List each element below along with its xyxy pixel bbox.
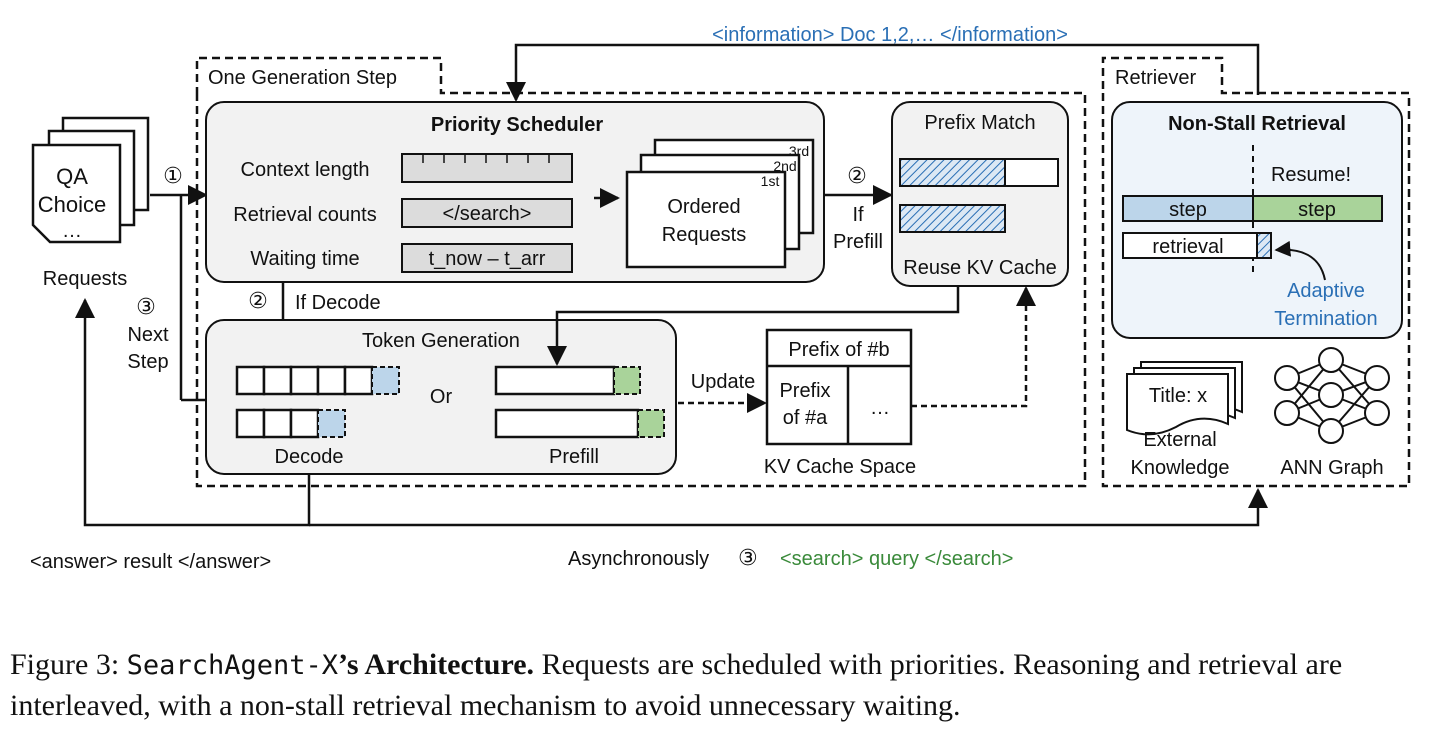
caption-bold: ’s Architecture. [338, 648, 535, 681]
step3-marker: ③ [136, 294, 156, 319]
external-label: External [1143, 429, 1216, 451]
search-tag-label: </search> [443, 203, 532, 225]
figure-caption: Figure 3: SearchAgent-X’s Architecture. … [10, 645, 1430, 726]
asynchronously-label: Asynchronously [568, 548, 709, 570]
prefix-match-panel: Prefix Match Reuse KV Cache [891, 101, 1069, 287]
knowledge-label: Knowledge [1131, 457, 1230, 479]
decode-row-2 [235, 408, 346, 439]
context-length-ruler [401, 153, 573, 183]
prefill-condition-label: Prefill [833, 231, 883, 253]
retrieval-counts-label: Retrieval counts [233, 204, 376, 226]
requests-stack: QA Choice … [31, 116, 150, 244]
if-label: If [852, 204, 864, 226]
ordered-requests-cards: 3rd 2nd 1st Ordered Requests [625, 138, 815, 269]
resume-label: Resume! [1271, 164, 1351, 186]
caption-prefix: Figure 3: [10, 648, 127, 681]
ann-graph-icon [1274, 347, 1390, 444]
context-length-label: Context length [241, 159, 370, 181]
retriever-label: Retriever [1115, 67, 1196, 89]
retrieval-label: retrieval [1152, 236, 1223, 258]
reuse-kv-label: Reuse KV Cache [903, 257, 1056, 279]
prefix-label: Prefix [779, 380, 830, 402]
decode-label: Decode [275, 446, 344, 468]
next-label: Next [127, 324, 169, 346]
answer-tag-label: <answer> result </answer> [30, 551, 271, 573]
step3-async-marker: ③ [738, 545, 758, 570]
step-green-label: step [1298, 199, 1336, 221]
kv-dots-label: … [870, 397, 890, 419]
qa-label: QA [56, 164, 88, 189]
t-now-label: t_now – t_arr [429, 248, 546, 270]
choice-label: Choice [38, 192, 106, 217]
second-label: 2nd [773, 158, 796, 174]
prefix-of-b-label: Prefix of #b [788, 339, 889, 361]
prefix-match-title: Prefix Match [924, 112, 1035, 134]
info-tag-label: <information> Doc 1,2,… </information> [712, 24, 1068, 46]
non-stall-panel: Non-Stall Retrieval Resume! step step re… [1111, 101, 1403, 339]
first-label: 1st [761, 173, 780, 189]
step-blue-label: step [1169, 199, 1207, 221]
kv-cache-table: Prefix of #b Prefix of #a … [765, 328, 913, 446]
search-query-label: <search> query </search> [780, 548, 1013, 570]
caption-system-name: SearchAgent-X [126, 650, 338, 681]
step1-marker: ① [163, 163, 183, 188]
token-generation-panel: Token Generation Decode Or Prefill [205, 319, 677, 475]
step2-prefill-marker: ② [847, 163, 867, 188]
requests-card-label: Requests [662, 224, 747, 246]
generation-step-label: One Generation Step [208, 67, 397, 89]
ellipsis-label: … [62, 220, 82, 242]
architecture-diagram: <information> Doc 1,2,… </information> O… [30, 24, 1411, 573]
priority-scheduler-panel: Priority Scheduler Context length Retrie… [205, 101, 825, 283]
ordered-label: Ordered [667, 196, 740, 218]
third-label: 3rd [789, 143, 809, 159]
waiting-time-label: Waiting time [250, 248, 359, 270]
update-label: Update [691, 371, 756, 393]
adaptive-label: Adaptive [1287, 280, 1365, 302]
step2-decode-marker: ② [248, 288, 268, 313]
prefill-row-2 [494, 408, 665, 439]
retriever-region: Retriever [1101, 56, 1411, 488]
if-decode-label: If Decode [295, 292, 381, 314]
prefill-row-1 [494, 365, 641, 396]
step-label: Step [127, 351, 168, 373]
kv-cache-space-label: KV Cache Space [764, 456, 916, 478]
title-x-label: Title: x [1149, 385, 1207, 407]
document-icon: Title: x [1126, 361, 1243, 436]
non-stall-title: Non-Stall Retrieval [1168, 113, 1346, 135]
of-a-label: of #a [783, 407, 828, 429]
or-label: Or [430, 386, 453, 408]
termination-label: Termination [1274, 308, 1377, 330]
ann-graph-label: ANN Graph [1280, 457, 1383, 479]
prefill-label: Prefill [549, 446, 599, 468]
decode-row-1 [235, 365, 400, 396]
generation-step-region: One Generation Step [195, 56, 1087, 488]
priority-scheduler-title: Priority Scheduler [431, 114, 603, 136]
token-generation-title: Token Generation [362, 330, 520, 352]
requests-label: Requests [43, 268, 128, 290]
caption-rest: Requests are scheduled with priorities. … [10, 648, 1343, 722]
